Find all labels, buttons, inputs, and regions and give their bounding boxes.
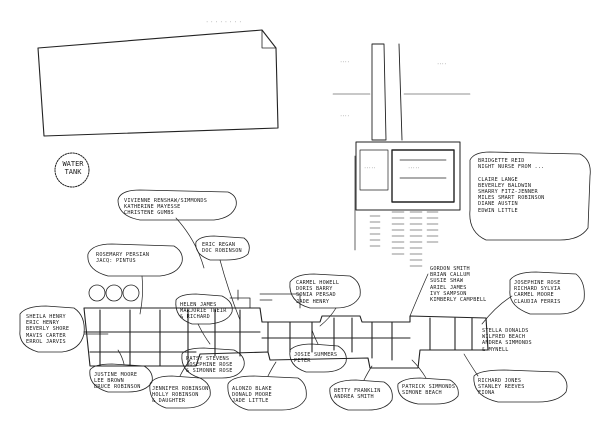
road-label-2: ···· (437, 62, 447, 66)
annotation-center-mid: ERIC REGAN DOC ROBINSON (202, 242, 242, 255)
annotation-bottom-right: PATRICK SIMMONDS SIMONE BEACH (402, 384, 456, 397)
annotation-left-mid: SHEILA HENRY ERIC HENRY BEVERLY SHORE MA… (26, 314, 70, 345)
annotation-mid-center: CARMEL HOWELL DORIS BARRY SONIA PERSAD J… (296, 280, 340, 305)
annotation-right-mid: STELLA DONALDS WILFRED BEACH ANDREA SIMM… (482, 328, 532, 353)
parcel-outline (37, 29, 279, 137)
annotation-bubbles (19, 151, 591, 411)
annotation-mid-right: JOSEPHINE ROSE RICHARD SYLVIA CARMEL MOO… (514, 280, 561, 305)
annotation-left-upper: ROSEMARY PERSIAN JACQ: PINTUS (96, 252, 150, 265)
water-tank-line2: TANK (64, 168, 82, 176)
annotation-center-low2: JOSIE SUMMERS PETER (294, 352, 338, 365)
annotation-bottom-left2: JENNIFER ROBINSON HOLLY ROBINSON & DAUGH… (152, 386, 209, 405)
annotation-bottom-right2: RICHARD JONES STANLEY REEVES FIONA (478, 378, 525, 397)
sheet-header: · · · · · · · · (206, 20, 242, 24)
annotation-top-center: VIVIENNE RENSHAW/SIMMONDS KATHERINE MAYE… (124, 198, 208, 217)
road-label-1: ···· (340, 60, 350, 64)
parking-lots (354, 155, 439, 267)
store-block (355, 141, 461, 211)
store-label-2: ····· (408, 166, 420, 170)
annotation-bottom-left: JUSTINE MOORE LEE BROWN BRUCE ROBINSON (94, 372, 141, 391)
annotation-left-center: HELEN JAMES MARJORIE THEIR & RICHARD (180, 302, 227, 321)
water-tank-line1: WATER (62, 160, 84, 168)
leader-arrows (83, 217, 513, 381)
annotation-center-low: PATSY STEVENS JOSEPHINE ROSE & SIMONNE R… (186, 356, 233, 375)
water-tank-circle (54, 152, 90, 188)
annotation-bottom-center: ALONZO BLAKE DONALD MOORE JADE LITTLE (232, 386, 272, 405)
access-road (371, 43, 387, 141)
annotation-center-right: GORDON SMITH BRIAN CALLUM SUSIE SHAW ARI… (430, 266, 487, 304)
road-label-3: ···· (340, 114, 350, 118)
water-tank-label: WATER TANK (58, 160, 88, 176)
annotation-right-upper: BRIDGETTE REID NIGHT NURSE FROM ... CLAI… (478, 158, 545, 214)
main-building (83, 289, 489, 369)
store-label-1: ····· (364, 166, 376, 170)
annotation-bottom-center2: BETTY FRANKLIN ANDREA SMITH (334, 388, 381, 401)
